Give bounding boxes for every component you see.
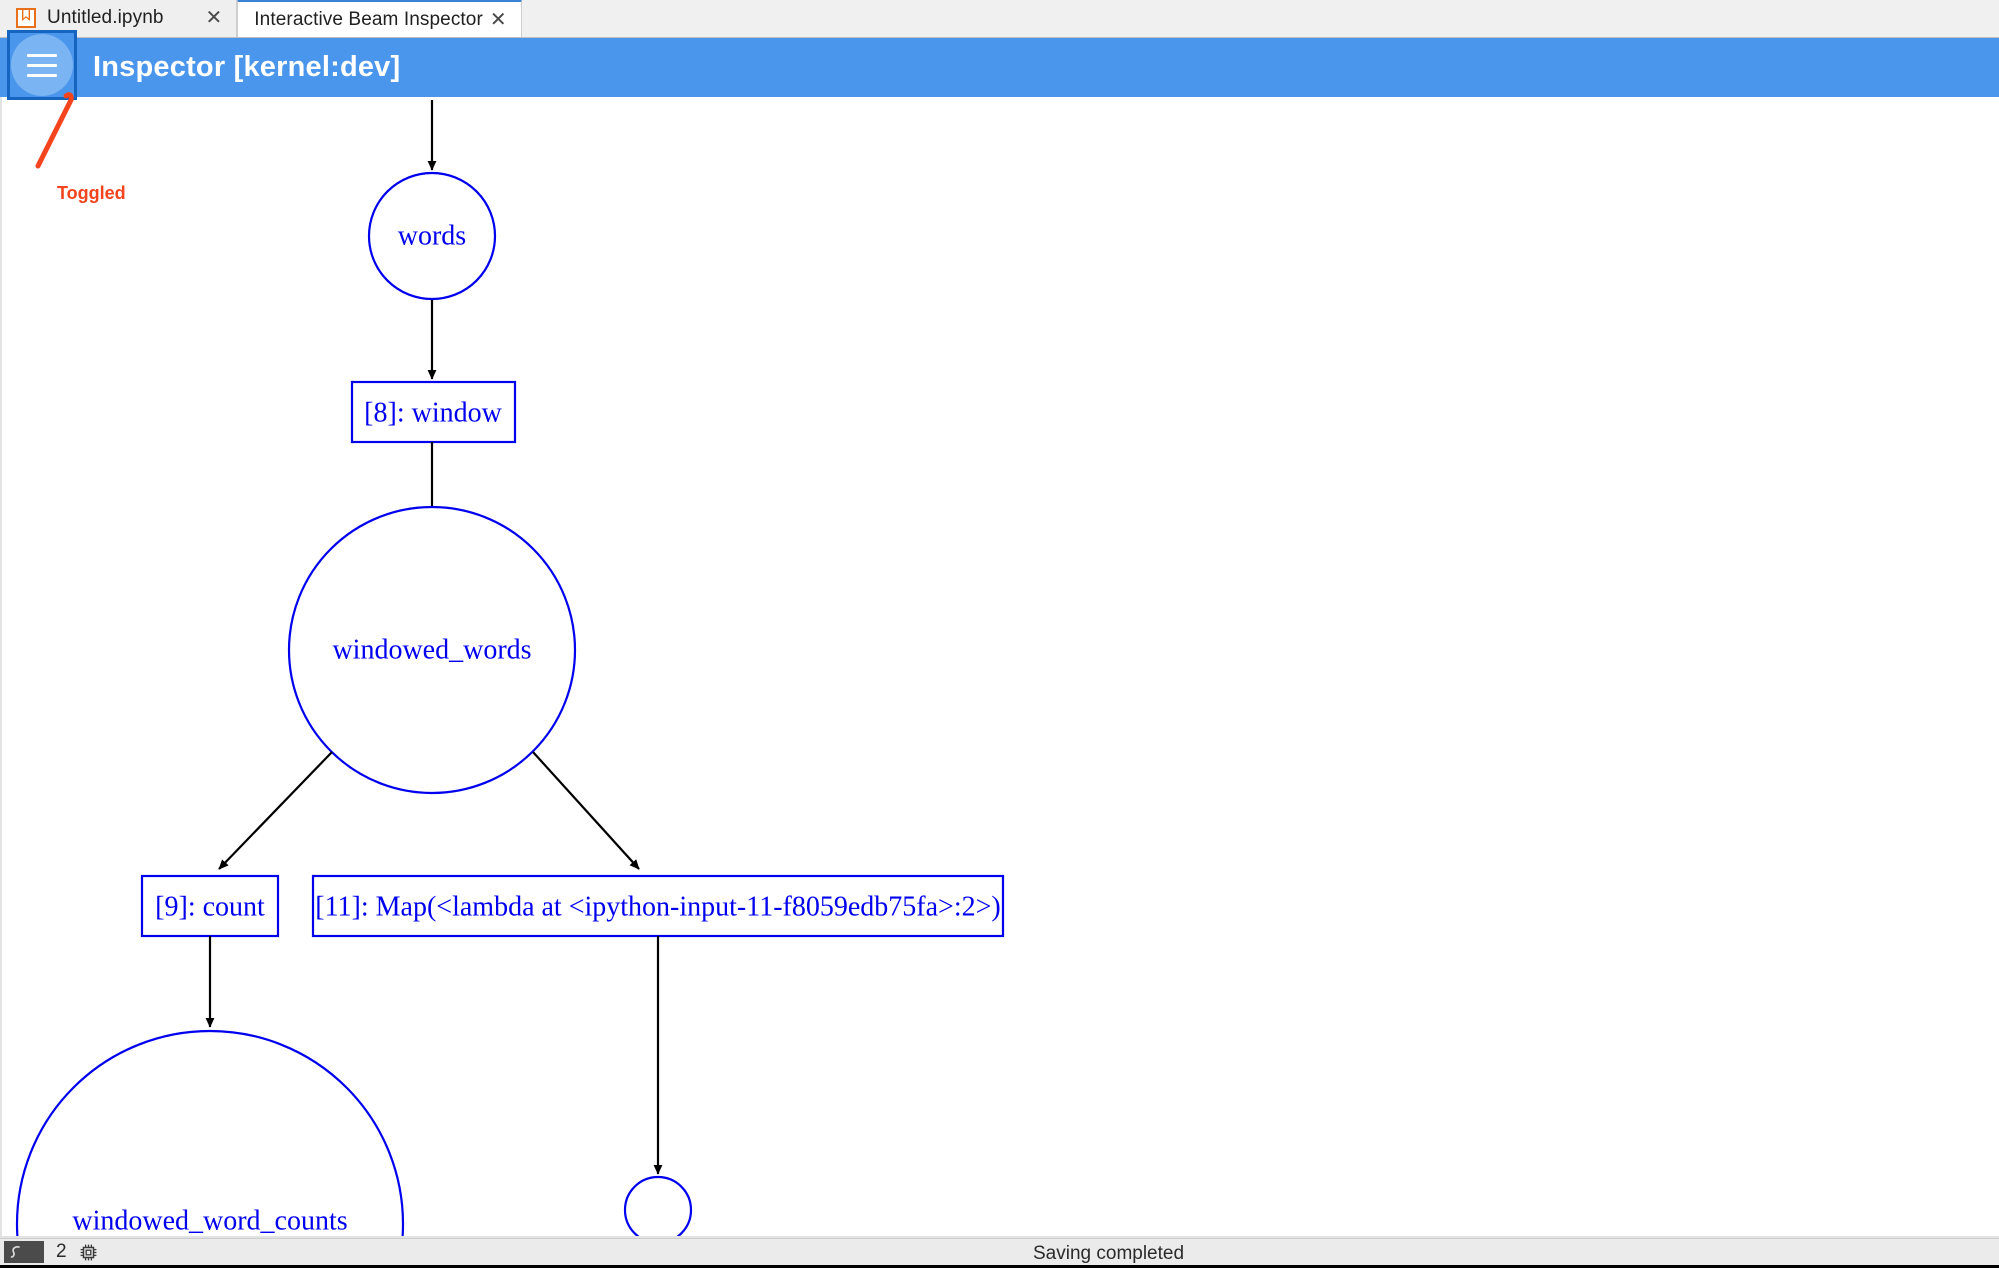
- status-message: Saving completed: [1033, 1243, 1185, 1264]
- graph-node-label: windowed_words: [332, 635, 531, 666]
- tab-label: Untitled.ipynb: [47, 7, 164, 28]
- tab-bar: Untitled.ipynb ✕ Interactive Beam Inspec…: [0, 0, 1999, 38]
- status-bar-left: 2: [0, 1241, 98, 1263]
- graph-node-unnamed[interactable]: [623, 1175, 693, 1238]
- cpu-chip-icon[interactable]: [79, 1243, 98, 1262]
- graph-node-label: [9]: count: [155, 892, 265, 923]
- inspector-header: [0, 38, 1999, 97]
- graph-node-windowed-words[interactable]: windowed_words: [287, 505, 577, 795]
- status-bar: 2: [0, 1238, 1999, 1268]
- edge-windowed-words-to-count: [218, 751, 333, 870]
- tab-close-icon[interactable]: ✕: [205, 7, 223, 29]
- graph-node-label: windowed_word_counts: [72, 1206, 347, 1237]
- notebook-icon: [16, 8, 36, 28]
- menu-toggle-button[interactable]: [7, 30, 77, 100]
- page-title: Inspector [kernel:dev]: [93, 51, 401, 83]
- graph-node-window[interactable]: [8]: window: [350, 380, 517, 444]
- command-mode-icon[interactable]: [4, 1241, 44, 1263]
- graph-node-windowed-word-counts[interactable]: windowed_word_counts: [15, 1029, 405, 1238]
- tab-label: Interactive Beam Inspector: [254, 8, 483, 30]
- graph-node-words[interactable]: words: [367, 171, 497, 301]
- graph-node-map[interactable]: [11]: Map(<lambda at <ipython-input-11-f…: [311, 874, 1005, 938]
- edge-windowed-words-to-map: [532, 751, 640, 870]
- tab-interactive-beam-inspector[interactable]: Interactive Beam Inspector ✕: [237, 0, 522, 37]
- tab-close-icon[interactable]: ✕: [489, 8, 507, 31]
- graph-node-label: [8]: window: [364, 398, 502, 429]
- hamburger-icon: [11, 34, 73, 96]
- graph-node-label: [11]: Map(<lambda at <ipython-input-11-f…: [315, 892, 1000, 923]
- pipeline-graph: words [8]: window windowed_words: [15, 100, 1005, 1238]
- graph-node-count[interactable]: [9]: count: [140, 874, 280, 938]
- graph-node-label: words: [398, 221, 466, 252]
- terminal-count[interactable]: 2: [56, 1241, 67, 1262]
- beam-pipeline-graph-canvas[interactable]: words [8]: window windowed_words: [0, 97, 1999, 1238]
- annotation-label: Toggled: [57, 183, 126, 203]
